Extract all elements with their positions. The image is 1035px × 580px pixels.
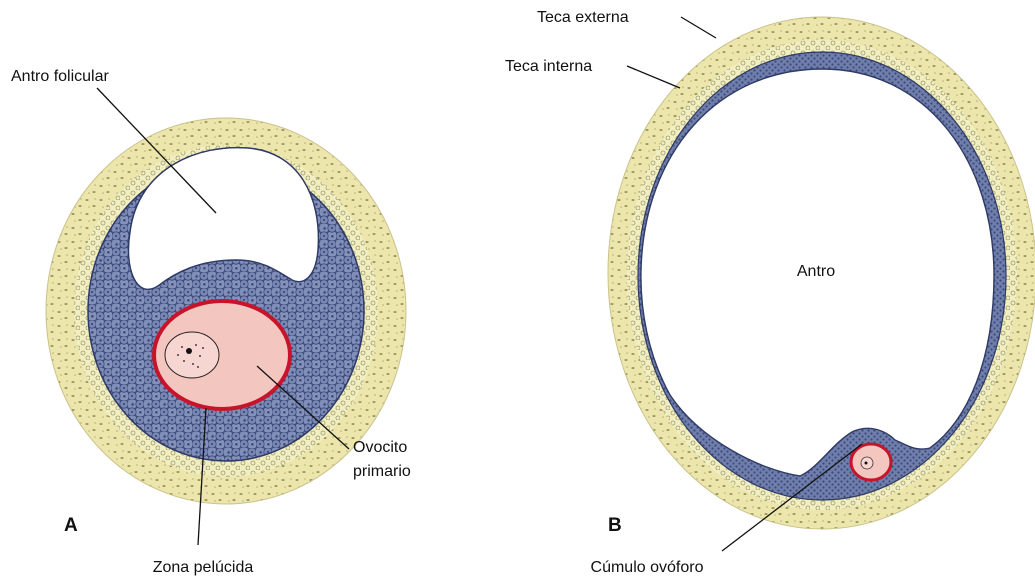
panel-b: Teca externa Teca interna Antro Cúmulo o… — [505, 9, 1035, 576]
panel-letter-b: B — [608, 515, 622, 536]
label-cumulo-ovoforo: Cúmulo ovóforo — [591, 559, 704, 576]
label-teca-interna: Teca interna — [505, 58, 592, 75]
label-primario: primario — [353, 463, 411, 480]
panel-letter-a: A — [64, 515, 78, 536]
leader-teca-externa — [681, 17, 716, 38]
label-teca-externa: Teca externa — [537, 9, 629, 26]
label-ovocito: Ovocito — [353, 439, 407, 456]
leader-teca-interna — [627, 66, 680, 88]
label-zona-pelucida: Zona pelúcida — [153, 559, 254, 576]
oocyte-nucleus-a — [165, 332, 219, 378]
label-antro-folicular: Antro folicular — [11, 68, 109, 85]
panel-a: Antro folicular Ovocito primario Zona pe… — [11, 68, 411, 576]
nucleolus-b — [865, 462, 868, 465]
label-antro: Antro — [797, 263, 835, 280]
